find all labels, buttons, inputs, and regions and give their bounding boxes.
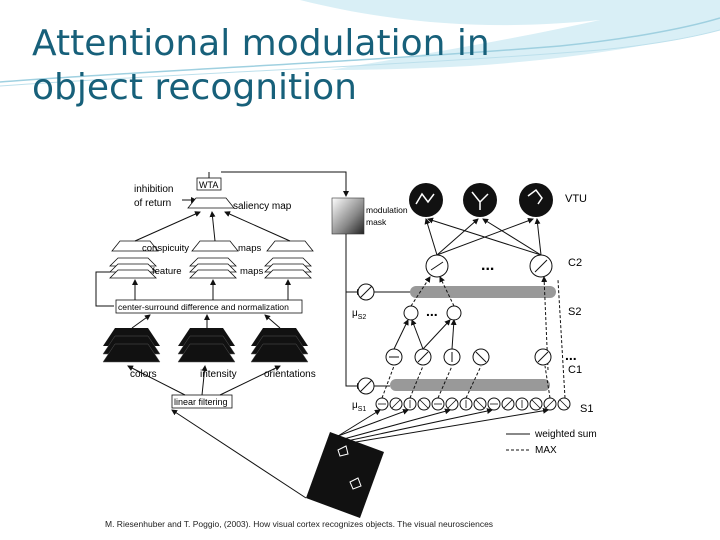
color-channel-maps bbox=[102, 328, 161, 363]
mask-label: mask bbox=[366, 217, 387, 227]
s1-label: S1 bbox=[580, 403, 593, 415]
c2-ellipsis: ... bbox=[481, 257, 494, 274]
modulation-mask bbox=[331, 197, 365, 235]
vtu-unit-3 bbox=[519, 183, 553, 217]
s2-unit-1 bbox=[403, 305, 419, 321]
orientation-channel-maps bbox=[250, 328, 309, 363]
conspicuity-label: conspicuity bbox=[142, 243, 189, 254]
orientations-label: orientations bbox=[264, 369, 316, 380]
saliency-model: WTA inhibition of return saliency map co… bbox=[95, 171, 349, 409]
vtu-unit-2 bbox=[463, 183, 497, 217]
s1-units bbox=[375, 397, 571, 411]
conspicuity-plane-3 bbox=[266, 240, 314, 252]
feature-stack-1 bbox=[109, 257, 157, 279]
legend: weighted sum MAX bbox=[506, 429, 597, 456]
s2-ellipsis: ... bbox=[426, 303, 438, 319]
intensity-channel-maps bbox=[177, 328, 236, 363]
feature-label: feature bbox=[152, 266, 182, 277]
legend-weighted-sum: weighted sum bbox=[534, 429, 597, 440]
center-surround-label: center-surround difference and normaliza… bbox=[118, 302, 289, 312]
input-image bbox=[306, 432, 384, 518]
conspicuity-plane-2 bbox=[191, 240, 239, 252]
conspicuity-plane-1 bbox=[111, 240, 159, 252]
intensity-label: intensity bbox=[200, 369, 237, 380]
colors-label: colors bbox=[130, 369, 157, 380]
title-line-2: object recognition bbox=[32, 67, 357, 108]
of-return-label: of return bbox=[134, 198, 171, 209]
vtu-label: VTU bbox=[565, 193, 587, 205]
saliency-map-label: saliency map bbox=[233, 201, 292, 212]
c2-label: C2 bbox=[568, 257, 582, 269]
linear-filtering-label: linear filtering bbox=[174, 397, 228, 407]
s1-modulation-bar bbox=[390, 379, 550, 391]
wta-label: WTA bbox=[199, 180, 218, 190]
c1-ellipsis: ... bbox=[565, 347, 577, 363]
s2-label: S2 bbox=[568, 306, 581, 318]
feature-maps-label: maps bbox=[240, 266, 263, 277]
header-wave-decoration bbox=[0, 0, 720, 87]
s2-modulation-bar bbox=[410, 286, 556, 298]
title-line-1: Attentional modulation in bbox=[32, 23, 490, 64]
modulation-label: modulation bbox=[366, 205, 408, 215]
c1-label: C1 bbox=[568, 364, 582, 376]
feature-stack-2 bbox=[189, 257, 237, 279]
saliency-map-plane bbox=[187, 197, 235, 209]
legend-max: MAX bbox=[535, 445, 557, 456]
center-surround-box bbox=[115, 299, 303, 314]
hmax-hierarchy: VTU ... C2 μS2 S2 ... bbox=[337, 183, 593, 445]
slide-title: Attentional modulation in object recogni… bbox=[32, 22, 592, 110]
mu-s2-label: μS2 bbox=[352, 308, 366, 321]
citation: M. Riesenhuber and T. Poggio, (2003). Ho… bbox=[105, 519, 494, 529]
mu-s1-label: μS1 bbox=[352, 400, 366, 413]
feature-stack-3 bbox=[264, 257, 312, 279]
inhibition-label: inhibition bbox=[134, 184, 173, 195]
conspicuity-maps-label: maps bbox=[238, 243, 261, 254]
s2-unit-2 bbox=[446, 305, 462, 321]
